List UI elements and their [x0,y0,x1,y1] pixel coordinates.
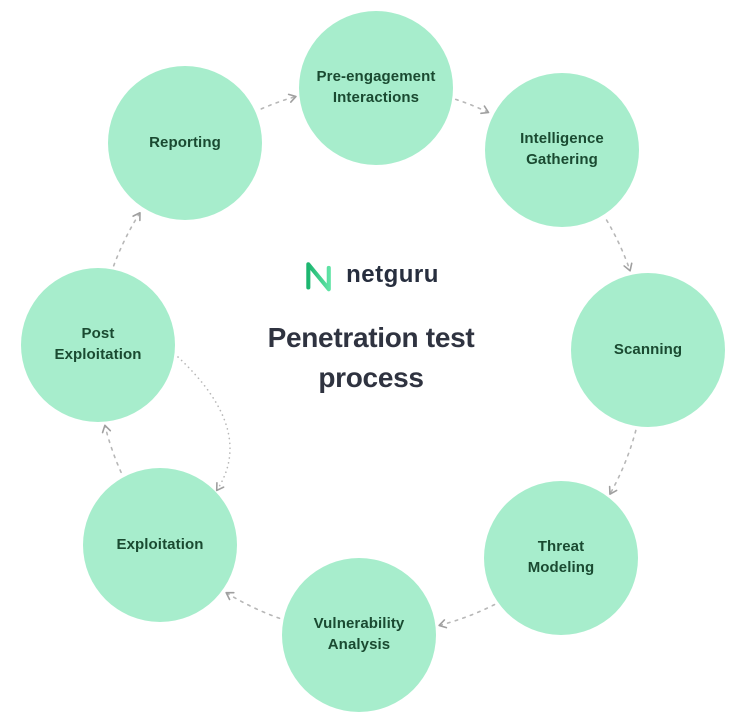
connector-arc [104,425,122,474]
step-label: Scanning [613,340,683,358]
connector-arc [605,219,631,272]
connector-arc [112,212,141,267]
connector-arc [260,95,297,110]
step-circle-vulnerability-analysis: Vulnerability Analysis [282,558,436,712]
step-label: Vulnerability Analysis [313,615,405,653]
step-label: Threat Modeling [527,538,595,576]
arrowhead-icon [438,619,448,629]
arrowhead-icon [287,93,297,103]
step-circle-scanning: Scanning [571,273,725,427]
arrowhead-icon [480,105,490,115]
step-circle-pre-engagement-interactions: Pre-engagement Interactions [299,11,453,165]
netguru-n-icon [306,262,331,292]
step-circle-intelligence-gathering: Intelligence Gathering [485,73,639,227]
arrowhead-icon [225,591,235,601]
step-label: Pre-engagement Interactions [316,68,436,106]
connector-arc [225,592,281,620]
step-circle-exploitation: Exploitation [83,468,237,622]
connector-arc [609,429,637,495]
step-circle-reporting: Reporting [108,66,262,220]
connector-arc [438,603,496,627]
step-label: Exploitation [116,535,204,553]
step-circle-post-exploitation: Post Exploitation [21,268,175,422]
step-label: Reporting [149,133,221,151]
brand-name: netguru [346,261,439,288]
step-label: Post Exploitation [54,325,142,363]
arrowhead-icon [608,485,618,495]
step-circle-threat-modeling: Threat Modeling [484,481,638,635]
connector-arc [454,98,489,114]
arrowhead-icon [101,424,112,434]
diagram-title: Penetration test process [267,322,475,393]
arrowhead-icon [132,211,141,222]
netguru-logo: netguru [303,258,439,292]
arrowhead-icon [623,262,633,272]
step-label: Intelligence Gathering [520,130,604,168]
center-block: netguru Penetration test process [221,258,521,398]
